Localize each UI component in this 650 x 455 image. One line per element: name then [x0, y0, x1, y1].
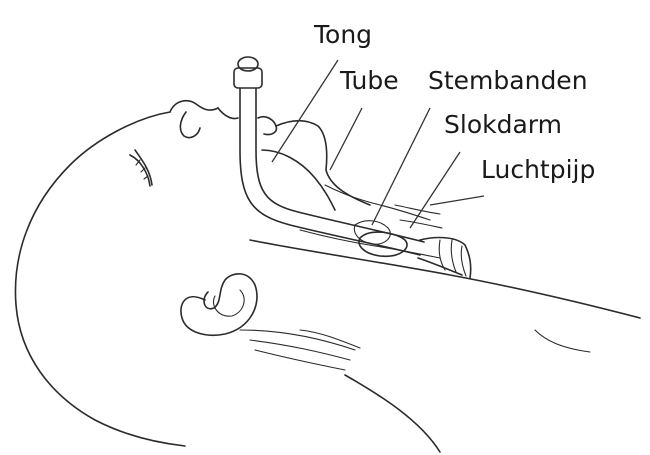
leader-slokdarm — [410, 152, 460, 228]
lower-lip — [258, 117, 276, 135]
skull-outline — [15, 112, 185, 446]
trachea — [418, 238, 471, 278]
upper-lip — [218, 108, 238, 119]
tube-outer — [240, 88, 420, 255]
tube-inner — [256, 88, 424, 242]
tube-cap — [238, 57, 258, 71]
hair-strands — [240, 330, 360, 370]
eye — [130, 150, 152, 186]
leader-tong — [272, 60, 338, 162]
label-stembanden: Stembanden — [428, 68, 588, 93]
nose-outline — [180, 112, 200, 138]
neck-lower — [345, 375, 440, 452]
collarbone — [535, 330, 590, 352]
label-tong: Tong — [314, 22, 372, 47]
eyelashes — [136, 160, 148, 179]
label-tube: Tube — [340, 68, 399, 93]
neck-line — [250, 240, 640, 318]
leader-luchtpijp — [430, 196, 484, 205]
forehead-outline — [170, 101, 218, 112]
leader-stembanden — [372, 108, 430, 225]
leader-tube — [330, 108, 362, 170]
label-slokdarm: Slokdarm — [444, 112, 562, 137]
ear — [181, 274, 257, 335]
label-luchtpijp: Luchtpijp — [481, 157, 595, 182]
